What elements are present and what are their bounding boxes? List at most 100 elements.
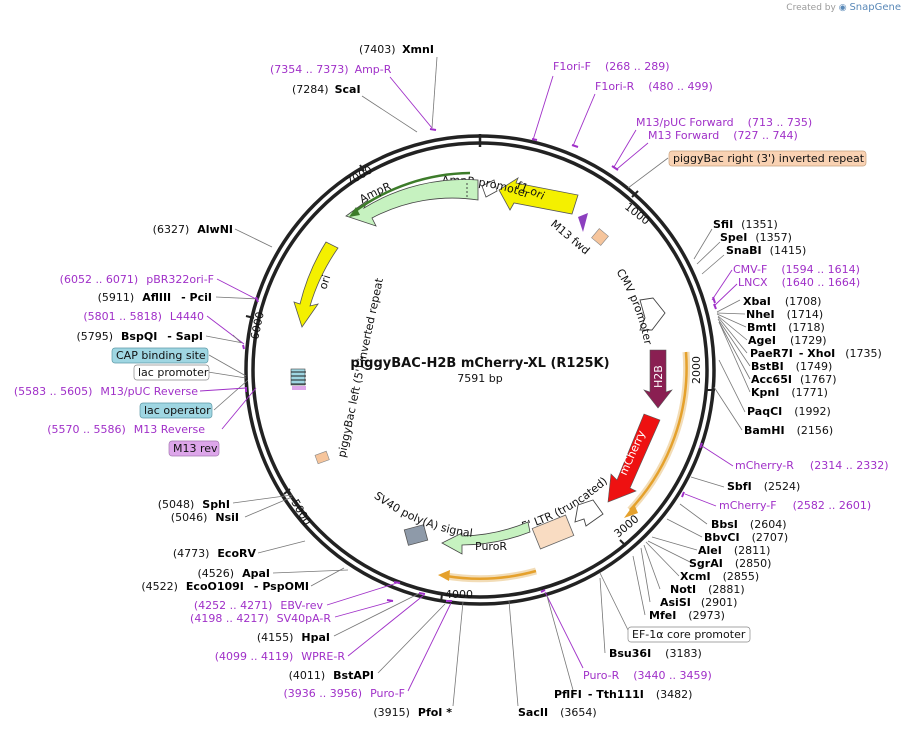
- ampr-orf-line: [353, 171, 471, 214]
- paer7i-xhoi-label[interactable]: PaeR7I- XhoI(1735): [750, 347, 882, 360]
- bbsi-label[interactable]: BbsI(2604): [711, 518, 786, 531]
- nhei-label[interactable]: NheI(1714): [746, 308, 823, 321]
- m13-puc-reverse-label[interactable]: (5583 .. 5605)M13/pUC Reverse: [14, 385, 198, 398]
- ampr-feature[interactable]: [345, 179, 479, 227]
- credit-brand: SnapGene: [849, 2, 901, 13]
- ebv-rev-primer-label[interactable]: (4252 .. 4271)EBV-rev: [194, 599, 324, 612]
- scai-label[interactable]: (7284)ScaI: [292, 83, 361, 96]
- bmti-label[interactable]: BmtI(1718): [747, 321, 825, 334]
- pflfi-tth111i-label[interactable]: PflFI- Tth111I(3482): [554, 688, 692, 701]
- alei-label[interactable]: AleI(2811): [698, 544, 770, 557]
- lac-promoter-text: lac promoter: [138, 366, 209, 379]
- puro-f-primer-label[interactable]: (3936 .. 3956)Puro-F: [284, 687, 406, 700]
- ef1a-tag[interactable]: EF-1α core promoter: [627, 626, 751, 643]
- bsu36i-label[interactable]: Bsu36I(3183): [609, 647, 702, 660]
- ltr-feature[interactable]: [574, 499, 604, 527]
- plasmid-size: 7591 bp: [457, 372, 502, 385]
- cmv-f-primer-label[interactable]: CMV-F(1594 .. 1614): [733, 263, 860, 276]
- ef1a-text: EF-1α core promoter: [632, 628, 746, 641]
- pb-right-tag[interactable]: piggyBac right (3') inverted repeat: [668, 150, 867, 167]
- pfoi-label[interactable]: (3915)PfoI *: [373, 706, 452, 719]
- f1ori-f-primer-label[interactable]: F1ori-F(268 .. 289): [553, 60, 670, 73]
- cap-binding-text: CAP binding site: [116, 349, 206, 362]
- lncx-primer-label[interactable]: LNCX(1640 .. 1664): [738, 276, 860, 289]
- pb-right-text: piggyBac right (3') inverted repeat: [673, 152, 865, 165]
- h2b-mcherry-orf-arrowhead: [624, 504, 638, 518]
- lac-operator-tag[interactable]: lac operator: [139, 402, 213, 419]
- sphi-label[interactable]: (5048)SphI: [158, 498, 230, 511]
- puro-r-primer-label[interactable]: Puro-R(3440 .. 3459): [583, 669, 712, 682]
- xbai-label[interactable]: XbaI(1708): [743, 295, 821, 308]
- sv40pa-r-primer-label[interactable]: (4198 .. 4217)SV40pA-R: [190, 612, 331, 625]
- ruler-7000: 7000: [344, 163, 375, 188]
- bbvci-label[interactable]: BbvCI(2707): [704, 531, 788, 544]
- mcherry-f-primer-label[interactable]: mCherry-F(2582 .. 2601): [719, 499, 871, 512]
- pb-right-box[interactable]: [591, 228, 609, 246]
- lac-operator-text: lac operator: [144, 404, 211, 417]
- acc65i-label[interactable]: Acc65I(1767): [751, 373, 837, 386]
- mcherry-r-primer-label[interactable]: mCherry-R(2314 .. 2332): [735, 459, 888, 472]
- m13-rev-mark[interactable]: [292, 386, 306, 390]
- snapgene-credit: Created by ◉ SnapGene: [786, 2, 901, 13]
- f1ori-r-primer-label[interactable]: F1ori-R(480 .. 499): [595, 80, 713, 93]
- agei-label[interactable]: AgeI(1729): [748, 334, 827, 347]
- bspqi-sapi-label[interactable]: (5795)BspQI- SapI: [76, 330, 203, 343]
- credit-prefix: Created by: [786, 3, 836, 13]
- ruler-2000: 2000: [690, 356, 703, 384]
- cap-binding-tag[interactable]: CAP binding site: [111, 347, 209, 364]
- ori-feature[interactable]: [293, 241, 339, 328]
- kpni-label[interactable]: KpnI(1771): [751, 386, 828, 399]
- apai-label[interactable]: (4526)ApaI: [198, 567, 270, 580]
- leader-lines: [199, 56, 751, 707]
- bstapi-label[interactable]: (4011)BstAPI: [289, 669, 374, 682]
- paqci-label[interactable]: PaqCI(1992): [747, 405, 831, 418]
- sv40-feature[interactable]: [403, 524, 429, 546]
- nsii-label[interactable]: (5046)NsiI: [171, 511, 239, 524]
- bstbi-label[interactable]: BstBI(1749): [751, 360, 832, 373]
- ecoo109i-pspomi-label[interactable]: (4522)EcoO109I- PspOMI: [141, 580, 309, 593]
- ampr-promoter-arrow[interactable]: [481, 179, 498, 198]
- asisi-label[interactable]: AsiSI(2901): [660, 596, 737, 609]
- xmni-label[interactable]: (7403) XmnI: [359, 43, 434, 56]
- m13-forward-label[interactable]: M13 Forward(727 .. 744): [648, 129, 798, 142]
- bamhi-label[interactable]: BamHI(2156): [744, 424, 833, 437]
- mcherry-feature[interactable]: [607, 413, 661, 503]
- xcmi-label[interactable]: XcmI(2855): [680, 570, 759, 583]
- mfei-label[interactable]: MfeI(2973): [649, 609, 725, 622]
- amp-r-primer-label[interactable]: (7354 .. 7373)Amp-R: [270, 63, 392, 76]
- m13-puc-forward-label[interactable]: M13/pUC Forward(713 .. 735): [636, 116, 812, 129]
- snabi-label[interactable]: SnaBI(1415): [726, 244, 806, 257]
- ruler-ticks: [245, 164, 715, 603]
- m13-fwd-label: M13 fwd: [548, 217, 592, 257]
- pb-left-box[interactable]: [314, 450, 330, 465]
- m13-rev-tag[interactable]: M13 rev: [168, 440, 220, 457]
- sacii-label[interactable]: SacII(3654): [518, 706, 597, 719]
- wpre-r-primer-label[interactable]: (4099 .. 4119)WPRE-R: [215, 650, 346, 663]
- sfii-label[interactable]: SfiI(1351): [713, 218, 778, 231]
- cmv-promoter-feature[interactable]: [639, 297, 666, 331]
- afliii-pcii-label[interactable]: (5911)AflIII- PciI: [98, 291, 212, 304]
- lac-promoter-tag[interactable]: lac promoter: [133, 364, 210, 381]
- ruler-6000: 6000: [248, 311, 267, 341]
- noti-label[interactable]: NotI(2881): [670, 583, 745, 596]
- sbfi-label[interactable]: SbfI(2524): [727, 480, 800, 493]
- hpai-label[interactable]: (4155)HpaI: [257, 631, 330, 644]
- alwni-label[interactable]: (6327)AlwNI: [153, 223, 233, 236]
- pbr322ori-f-label[interactable]: (6052 .. 6071)pBR322ori-F: [60, 273, 214, 286]
- pb-left-box-a[interactable]: [290, 368, 306, 386]
- puror-orf-line: [445, 569, 537, 580]
- f1-ori-feature[interactable]: [498, 177, 579, 215]
- m13-reverse-label[interactable]: (5570 .. 5586)M13 Reverse: [47, 423, 205, 436]
- sgrai-label[interactable]: SgrAI(2850): [689, 557, 771, 570]
- ef1a-feature[interactable]: [531, 514, 575, 550]
- ecorv-label[interactable]: (4773)EcoRV: [173, 547, 257, 560]
- m13-fwd-feature[interactable]: [578, 213, 588, 232]
- puror-feature[interactable]: [441, 521, 531, 555]
- h2b-feature[interactable]: [643, 349, 673, 409]
- spei-label[interactable]: SpeI(1357): [720, 231, 792, 244]
- ori-label: ori: [316, 273, 333, 291]
- puror-label: PuroR: [475, 540, 507, 553]
- lac-elements-stack: [291, 371, 306, 385]
- l4440-primer-label[interactable]: (5801 .. 5818)L4440: [83, 310, 204, 323]
